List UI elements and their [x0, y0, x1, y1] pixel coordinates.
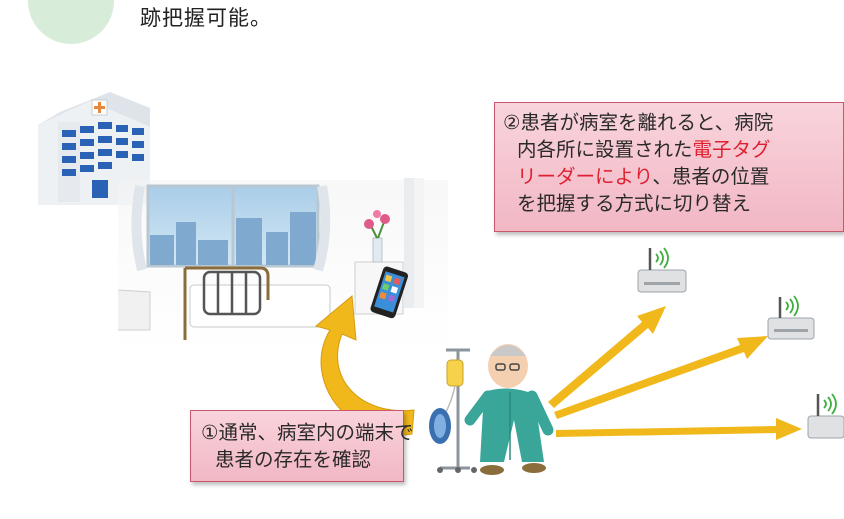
rfid-tag-reader-icon: [807, 393, 844, 439]
callout-upper-line-2-text: 内各所に設置された: [517, 138, 693, 161]
iv-drip-stand-icon: [429, 348, 477, 473]
arrow-to-reader-3: [556, 418, 802, 440]
header-text: 跡把握可能。: [140, 6, 272, 30]
flower-vase-icon: [364, 210, 390, 263]
hospital-room-scene: [117, 178, 448, 350]
rfid-tag-reader-icon: [637, 247, 687, 293]
callout-lower-line-2: 患者の存在を確認: [215, 448, 372, 471]
highlight-rfid-reader-part1: 電子タグ: [692, 138, 771, 161]
hospital-building-icon: [38, 92, 150, 205]
callout-upper-line-3: リーダーにより、患者の位置: [503, 163, 843, 190]
rfid-tag-reader-icon: [767, 295, 815, 340]
smartphone-icon: [370, 266, 408, 319]
callout-rfid-tracking: ②患者が病室を離れると、病院 内各所に設置された電子タグ リーダーにより、患者の…: [494, 102, 844, 232]
callout-upper-line-1: ②患者が病室を離れると、病院: [503, 111, 774, 134]
callout-upper-line-2: 内各所に設置された電子タグ: [503, 136, 843, 163]
callout-upper-line-4: を把握する方式に切り替え: [517, 192, 752, 215]
arrow-to-reader-1: [548, 306, 666, 408]
highlight-rfid-reader-part2: リーダーにより: [517, 165, 653, 188]
patient-figure-icon: [464, 344, 554, 475]
signal-arrows: [548, 306, 802, 440]
callout-room-terminal: ①通常、病室内の端末で 患者の存在を確認: [190, 410, 414, 482]
arrow-to-reader-2: [554, 336, 768, 419]
callout-lower-line-1: ①通常、病室内の端末で: [201, 421, 414, 444]
callout-upper-line-3-text: 、患者の位置: [652, 165, 770, 188]
